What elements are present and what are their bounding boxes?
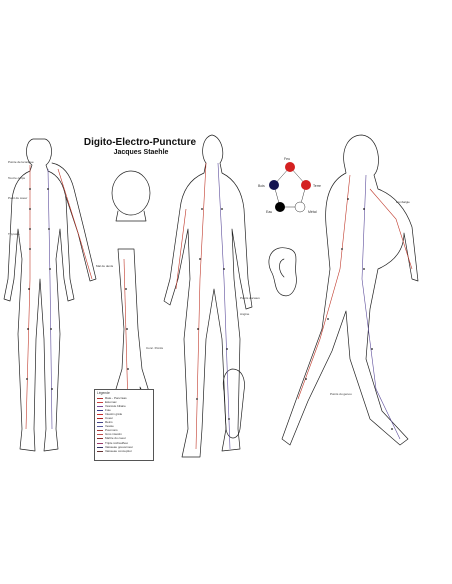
legend-swatch [97, 413, 103, 415]
legend-label: Triple réchauffeur [105, 441, 129, 445]
legend-swatch [97, 438, 103, 440]
legend-label: Intestin grêle [105, 412, 123, 416]
legend-swatch [97, 426, 103, 428]
legend-swatch [97, 430, 103, 432]
legend-swatch [97, 409, 103, 411]
element-wheel [269, 162, 311, 213]
legend-swatch [97, 422, 103, 424]
legend-label: Poumons [105, 429, 118, 433]
legend-item: Maître du coeur [95, 437, 153, 441]
legend-label: Vessie [105, 425, 114, 429]
point-label: Tout le corps [8, 176, 26, 180]
legend-label: Vésicule biliaire [105, 404, 126, 408]
point-label: Lombalgie [396, 200, 410, 204]
figure-profile [281, 134, 419, 446]
legend-swatch [97, 397, 103, 399]
figure-head-small [111, 170, 151, 222]
legend-swatch [97, 446, 103, 448]
legend-title: Légende [97, 391, 110, 395]
figure-arm [51, 162, 97, 282]
wheel-label-water: Eau [266, 210, 272, 214]
legend-label: Maître du coeur [105, 437, 127, 441]
legend-item: Foie [95, 408, 153, 412]
legend-swatch [97, 442, 103, 444]
legend-label: Coeur [105, 417, 114, 421]
point-label: Mal de dents [96, 264, 114, 268]
legend-item: Coeur [95, 416, 153, 420]
legend-item: Vessie [95, 425, 153, 429]
legend-label: Gros intestin [105, 433, 122, 437]
legend-swatch [97, 401, 103, 403]
wheel-label-fire: Feu [284, 157, 290, 161]
legend-item: Reins [95, 421, 153, 425]
element-wood-dot [269, 180, 279, 190]
legend-item: Triple réchauffeur [95, 441, 153, 445]
point-label: Pointe de la langue [8, 160, 34, 164]
legend-label: Estomac [105, 400, 117, 404]
point-label: Thyroïde [8, 232, 20, 236]
wheel-label-earth: Terre [313, 184, 321, 188]
legend-item: Poumons [95, 429, 153, 433]
legend-swatch [97, 405, 103, 407]
legend-label: Vaisseau gouverneur [105, 445, 134, 449]
element-fire-dot [285, 162, 295, 172]
legend-item: Intestin grêle [95, 412, 153, 416]
legend-swatch [97, 450, 103, 452]
element-metal-dot [294, 201, 306, 213]
legend-label: Reins [105, 421, 113, 425]
point-label: Points dorsaux [240, 296, 260, 300]
figure-middle [163, 134, 253, 458]
legend-item: Estomac [95, 400, 153, 404]
element-water-dot [275, 202, 285, 212]
legend-item: Rate - Pancréas [95, 396, 153, 400]
legend-swatch [97, 418, 103, 420]
wheel-label-metal: Métal [308, 210, 317, 214]
legend-item: Vaisseau gouverneur [95, 445, 153, 449]
chart-title: Digito-Electro-Puncture [83, 137, 197, 148]
point-label: Conc. Points [146, 346, 164, 350]
point-label: Points du genou [330, 392, 352, 396]
figure-foot [222, 368, 245, 439]
wheel-label-wood: Bois [258, 184, 265, 188]
legend-item: Vaisseau conception [95, 449, 153, 453]
legend-label: Foie [105, 408, 111, 412]
point-label: Point du coeur [8, 196, 28, 200]
figure-ear [268, 247, 297, 297]
point-label: Angine [240, 312, 250, 316]
legend-item: Vésicule biliaire [95, 404, 153, 408]
legend-label: Rate - Pancréas [105, 396, 127, 400]
legend-item: Gros intestin [95, 433, 153, 437]
acupuncture-diagram: Feu Terre Métal Eau Bois [3, 134, 419, 458]
element-earth-dot [301, 180, 311, 190]
legend-swatch [97, 434, 103, 436]
chart-subtitle: Jacques Staehle [113, 149, 169, 156]
legend-label: Vaisseau conception [105, 449, 133, 453]
